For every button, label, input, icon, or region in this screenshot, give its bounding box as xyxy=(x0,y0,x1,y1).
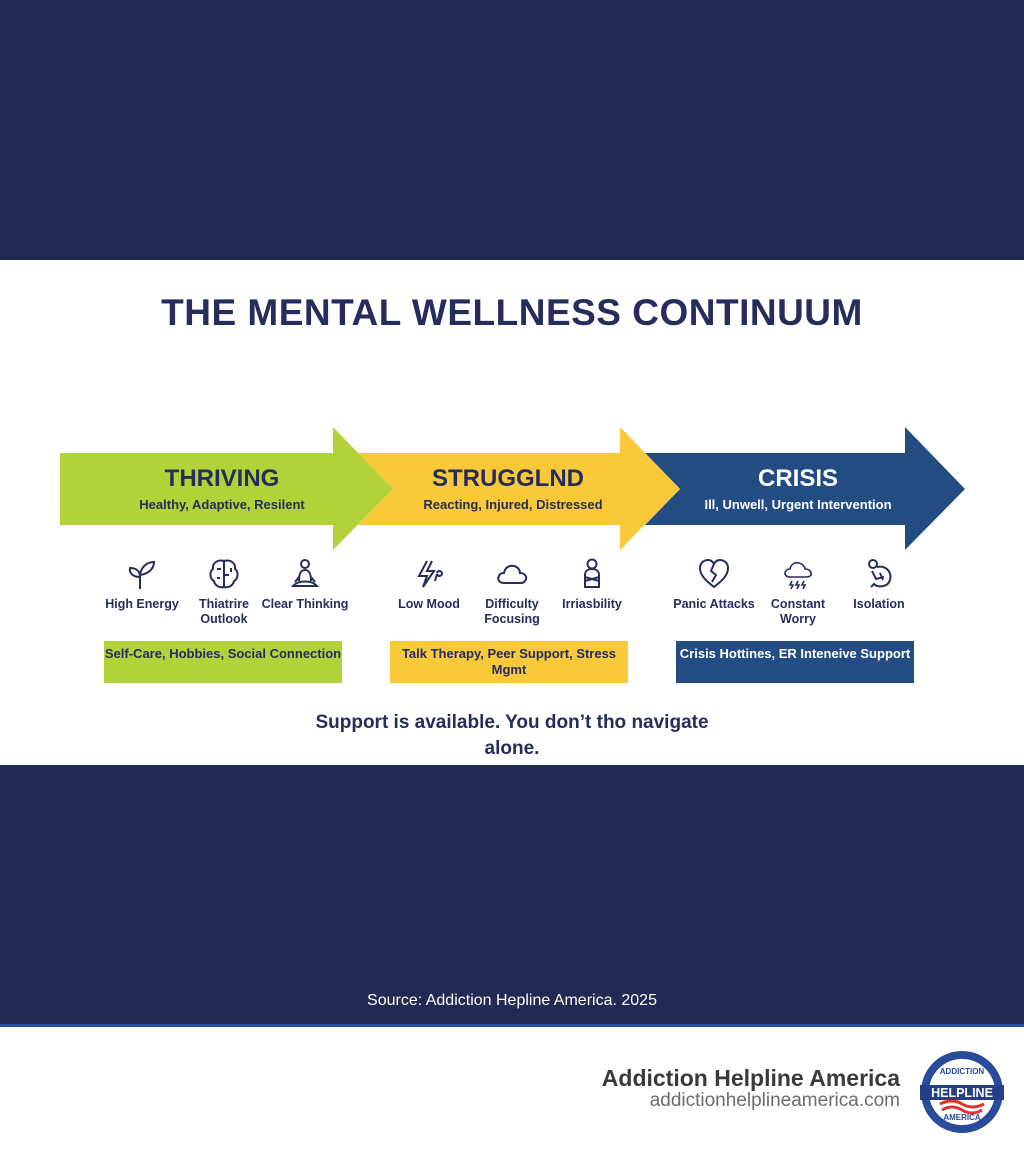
divider xyxy=(0,1024,1024,1027)
symptom-label: Low Mood xyxy=(398,597,460,611)
symptom-isolation: Isolation xyxy=(834,557,924,612)
brain-icon xyxy=(209,559,239,589)
lightning-icon xyxy=(417,560,443,588)
thriving-arrow xyxy=(60,427,393,550)
meditation-icon xyxy=(290,559,320,587)
svg-text:AMERICA: AMERICA xyxy=(943,1113,981,1122)
stage-subtitle-struggling: Reacting, Injured, Distressed xyxy=(423,497,603,512)
top-banner xyxy=(0,0,1024,260)
bottom-banner xyxy=(0,765,1024,1025)
symptom-label: Difficulty Focusing xyxy=(484,597,540,626)
crisis-arrow xyxy=(645,427,965,550)
sprout-icon xyxy=(128,560,156,589)
stage-title-thriving: THRIVING xyxy=(164,465,280,492)
crossed-arms-person-icon xyxy=(584,558,600,588)
symptom-high-energy: High Energy xyxy=(97,557,187,612)
continuum-arrows xyxy=(60,427,965,550)
svg-text:ADDICTION: ADDICTION xyxy=(940,1067,985,1076)
stage-title-struggling: STRUGGLND xyxy=(432,465,584,492)
support-struggling: Talk Therapy, Peer Support, Stress Mgmt xyxy=(390,641,628,683)
symptom-low-mood: Low Mood xyxy=(384,557,474,612)
source-note: Source: Addiction Hepline America. 2025 xyxy=(367,992,657,1009)
symptom-label: Constant Worry xyxy=(770,597,826,626)
symptom-label: Isolation xyxy=(853,597,905,611)
symptom-label: Irriasbility xyxy=(562,597,622,611)
stage-title-crisis: CRISIS xyxy=(757,465,838,492)
symptom-difficulty-focusing: Difficulty Focusing xyxy=(467,557,557,627)
broken-heart-icon xyxy=(698,558,730,589)
symptom-outlook: Thiatrire Outlook xyxy=(179,557,269,627)
stage-subtitle-crisis: Ill, Unwell, Urgent Intervention xyxy=(704,497,892,512)
svg-text:HELPLINE: HELPLINE xyxy=(931,1086,993,1100)
support-crisis: Crisis Hottines, ER Inteneive Support xyxy=(676,641,914,683)
storm-cloud-icon xyxy=(784,561,812,590)
symptom-irritability: Irriasbility xyxy=(547,557,637,612)
page-title: THE MENTAL WELLNESS CONTINUUM xyxy=(161,292,863,333)
symptom-label: Thiatrire Outlook xyxy=(198,597,249,626)
stage-subtitle-thriving: Healthy, Adaptive, Resilent xyxy=(139,497,305,512)
org-url[interactable]: addictionhelplineamerica.com xyxy=(649,1090,900,1111)
tagline: Support is available. You don’t tho navi… xyxy=(315,712,709,759)
org-name: Addiction Helpline America xyxy=(601,1065,900,1091)
cloud-icon xyxy=(497,564,528,584)
curled-person-icon xyxy=(868,559,892,588)
struggling-arrow xyxy=(358,427,680,550)
symptom-clear-thinking: Clear Thinking xyxy=(260,557,350,612)
symptom-panic-attacks: Panic Attacks xyxy=(669,557,759,612)
symptom-constant-worry: Constant Worry xyxy=(753,557,843,627)
support-thriving: Self-Care, Hobbies, Social Connection xyxy=(104,641,342,683)
symptom-label: Panic Attacks xyxy=(673,597,755,611)
symptom-label: Clear Thinking xyxy=(261,597,349,611)
symptom-label: High Energy xyxy=(105,597,179,611)
helpline-logo: HELPLINE ADDICTION AMERICA xyxy=(920,1051,1004,1133)
